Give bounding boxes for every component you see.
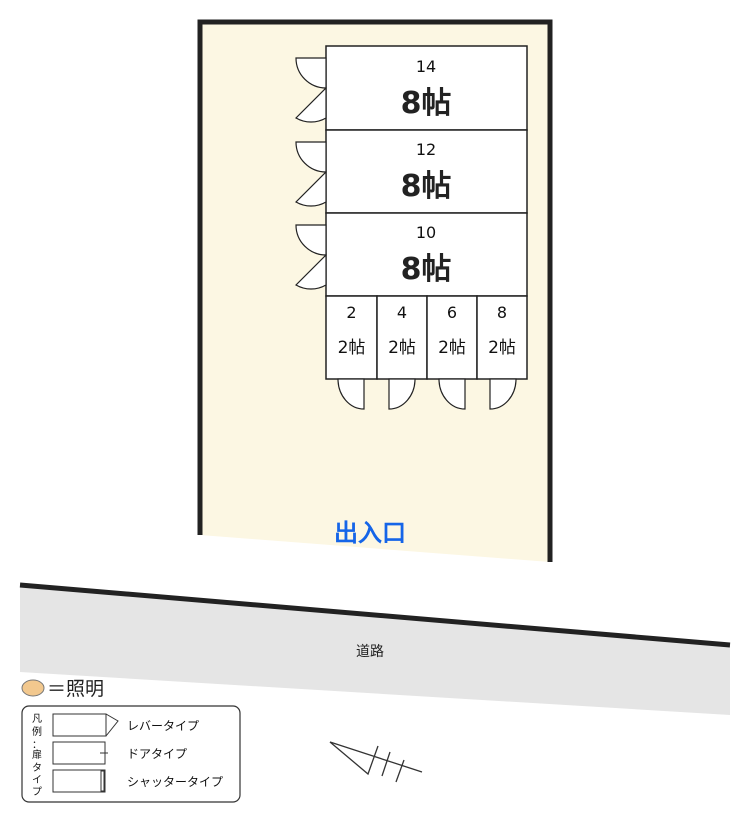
svg-text:プ: プ [32,786,42,798]
unit-size: 8帖 [401,169,452,204]
svg-text:凡: 凡 [32,713,42,725]
unit-number: 6 [447,303,457,322]
legend-door-label: ドアタイプ [127,747,187,761]
unit-size: 2帖 [488,338,516,358]
unit-size: 8帖 [401,86,452,121]
unit-12[interactable]: 12 8帖 [325,129,528,214]
unit-number: 4 [397,303,407,322]
unit-size: 8帖 [401,252,452,287]
door-unit-6 [438,378,466,410]
unit-2[interactable]: 2 2帖 [325,295,378,380]
unit-6[interactable]: 6 2帖 [426,295,478,380]
unit-size: 2帖 [438,338,466,358]
site-wall [197,19,553,562]
svg-text:タ: タ [32,762,42,774]
svg-text:イ: イ [32,775,42,786]
unit-14[interactable]: 14 8帖 [325,45,528,131]
entrance-label: 出入口 [334,519,406,547]
legend-lever-label: レバータイプ [127,719,199,733]
legend-title: 凡 例 ： 扉 タ イ プ [32,713,42,798]
light-ellipse-icon [21,679,45,697]
unit-number: 12 [416,140,436,159]
door-unit-4 [388,378,416,410]
svg-text:例: 例 [32,725,42,738]
unit-number: 2 [346,303,356,322]
road [20,585,730,715]
shutter-door-icon [52,769,106,793]
unit-number: 10 [416,223,436,242]
unit-number: 14 [416,57,436,76]
unit-number: 8 [497,303,507,322]
unit-10[interactable]: 10 8帖 [325,212,528,297]
legend-shutter-label: シャッタータイプ [127,775,223,789]
door-type-legend: 凡 例 ： 扉 タ イ プ レバータイプ ドアタイプ シャッタータイプ [21,705,241,803]
lever-door-icon [52,713,119,737]
unit-size: 2帖 [338,338,366,358]
door-unit-10 [295,224,327,290]
door-unit-12 [295,141,327,207]
door-unit-8 [489,378,517,410]
unit-size: 2帖 [388,338,416,358]
road-edge [19,582,731,648]
svg-text:扉: 扉 [32,748,42,761]
unit-8[interactable]: 8 2帖 [476,295,528,380]
road-label: 道路 [356,644,384,660]
door-unit-2 [337,378,365,410]
north-arrow-icon [329,741,423,783]
hinged-door-icon [52,741,108,765]
unit-4[interactable]: 4 2帖 [376,295,428,380]
svg-text:：: ： [32,740,42,751]
lighting-label: ＝照明 [47,678,104,700]
door-unit-14 [295,57,327,123]
